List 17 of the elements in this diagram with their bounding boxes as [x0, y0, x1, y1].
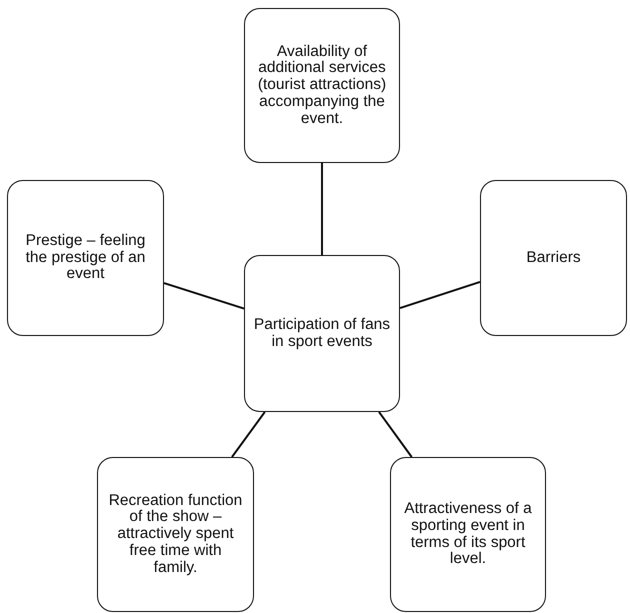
- rounded-box: [480, 180, 627, 336]
- rounded-box: [244, 255, 400, 412]
- rounded-box: [97, 457, 254, 612]
- node-text: Availability of additional services (tourist attractions) accompanying the event.: [256, 44, 388, 128]
- node-text: Participation of fans in sport events: [252, 316, 392, 350]
- rounded-box: [7, 180, 164, 336]
- connector-line: [164, 282, 244, 310]
- rounded-box: [244, 8, 400, 163]
- node-text: Recreation function of the show – attractively spent free time with family.: [108, 492, 244, 576]
- connector-line: [400, 281, 480, 310]
- node-text: Attractiveness of a sporting event in terms of its sport level.: [403, 501, 533, 568]
- connector-line: [321, 163, 323, 255]
- node-text: Prestige – feeling the prestige of an event: [24, 232, 146, 284]
- connector-line: [231, 411, 266, 458]
- rounded-box: [390, 457, 546, 612]
- node-text: Barriers: [525, 250, 582, 266]
- connector-line: [378, 411, 413, 458]
